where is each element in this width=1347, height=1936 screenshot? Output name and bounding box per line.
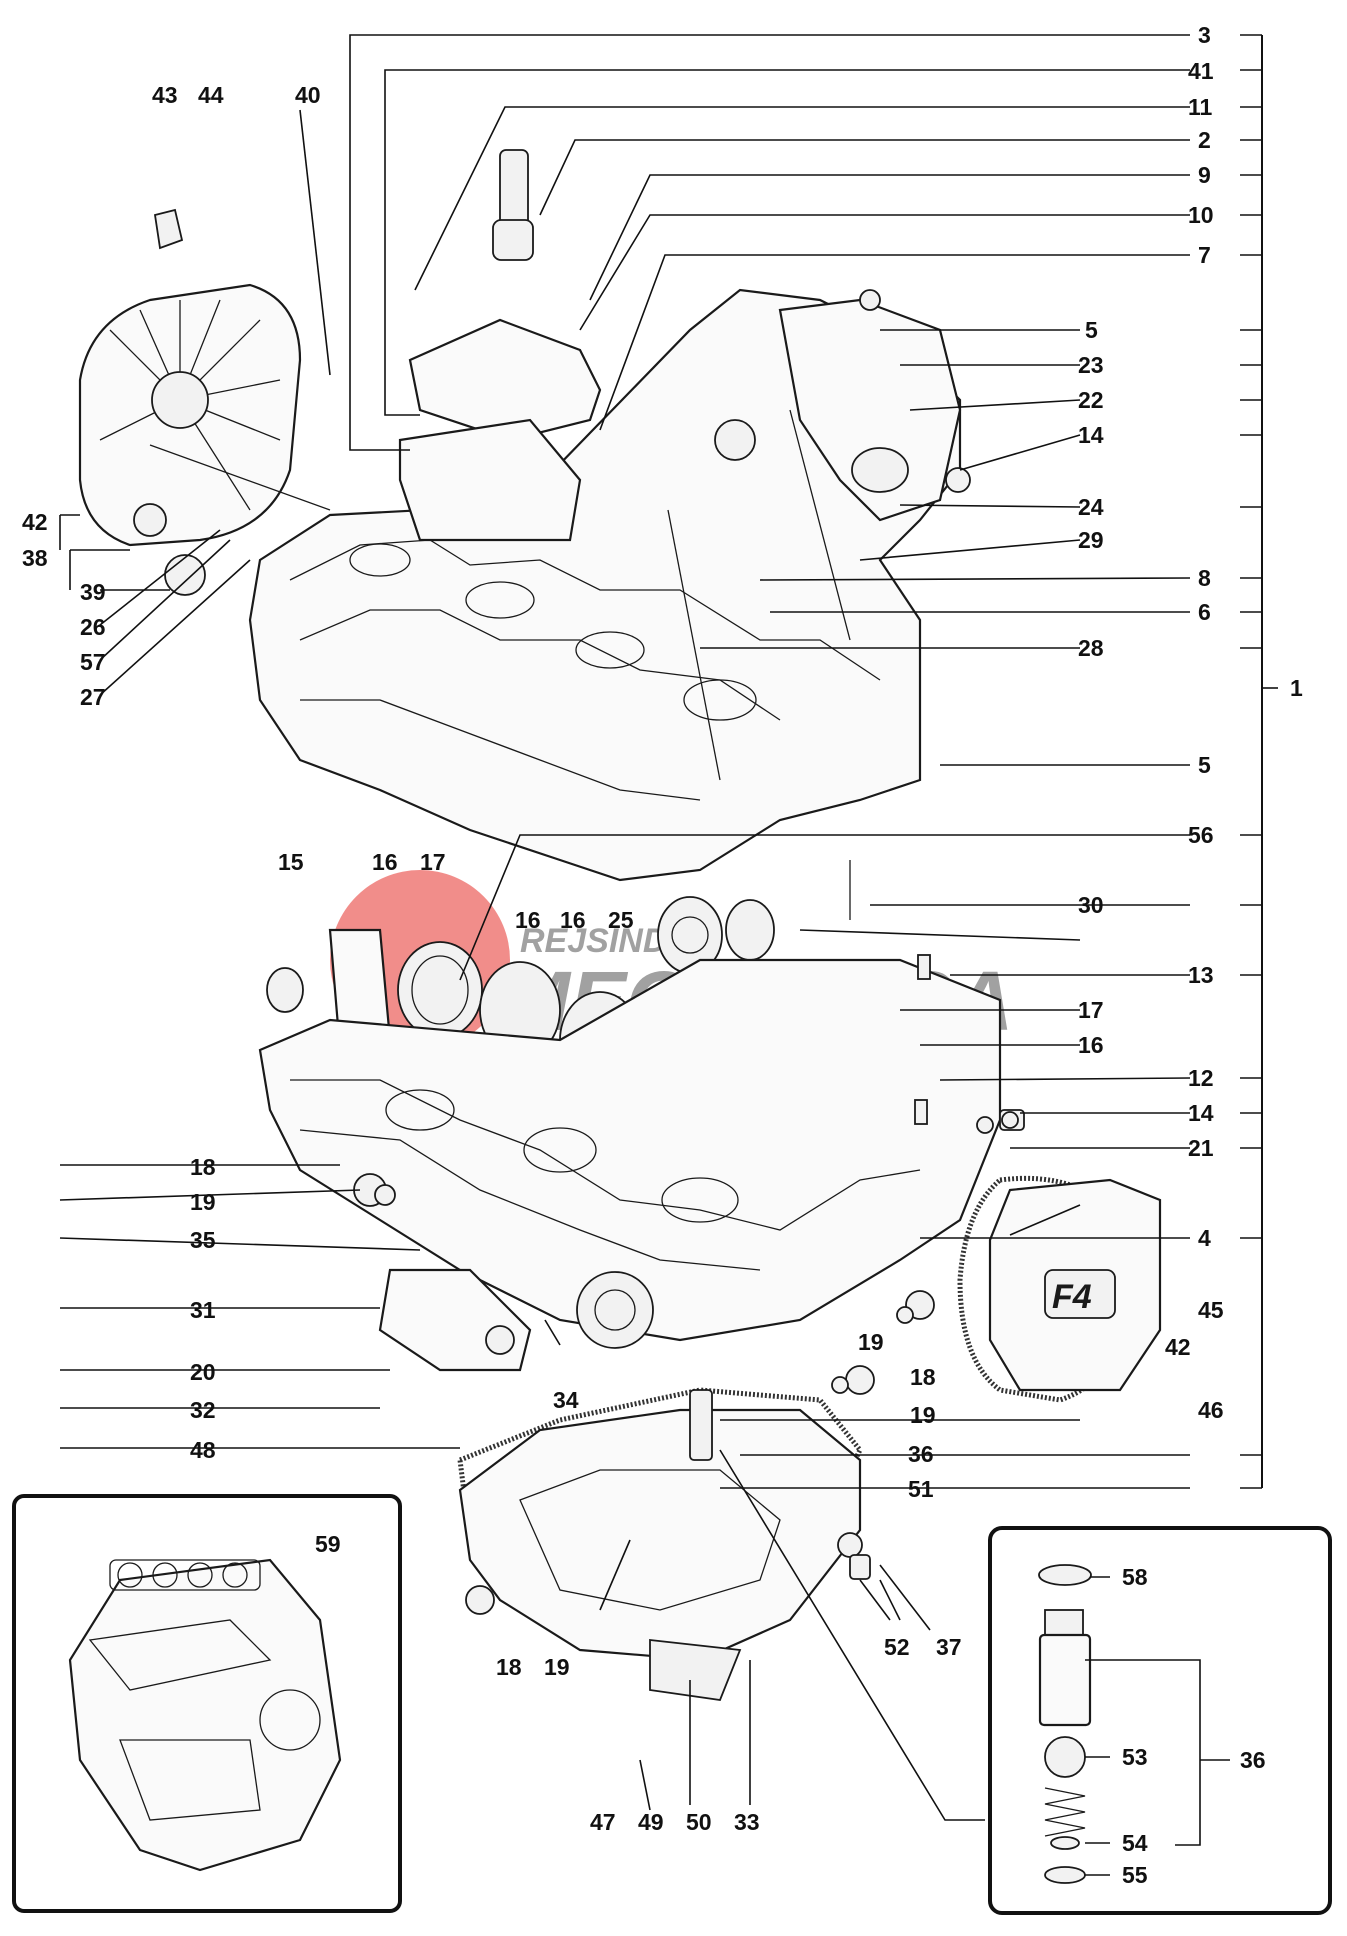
callout-57: 57 bbox=[80, 649, 106, 675]
callout-11: 11 bbox=[1188, 94, 1213, 120]
leader-lines bbox=[59, 34, 1278, 1821]
callout-27: 27 bbox=[80, 684, 106, 710]
callout-9: 9 bbox=[1198, 162, 1211, 188]
relief-valve-inset bbox=[988, 1526, 1332, 1915]
callout-55: 55 bbox=[1122, 1862, 1148, 1888]
callout-41: 41 bbox=[1188, 58, 1214, 84]
callout-36-main: 36 bbox=[908, 1441, 934, 1467]
callout-16-right: 16 bbox=[1078, 1032, 1104, 1058]
engine-inset bbox=[12, 1494, 402, 1913]
callout-2: 2 bbox=[1198, 127, 1211, 153]
callout-37: 37 bbox=[936, 1634, 962, 1660]
callout-19-right-a: 19 bbox=[858, 1329, 884, 1355]
callout-43: 43 bbox=[152, 82, 178, 108]
callout-7: 7 bbox=[1198, 242, 1211, 268]
callout-58: 58 bbox=[1122, 1564, 1148, 1590]
callout-20: 20 bbox=[190, 1359, 216, 1385]
callout-16-a: 16 bbox=[372, 849, 398, 875]
callout-53: 53 bbox=[1122, 1744, 1148, 1770]
callout-40: 40 bbox=[295, 82, 321, 108]
callout-1: 1 bbox=[1290, 675, 1303, 701]
callout-16-b: 16 bbox=[515, 907, 541, 933]
callout-35: 35 bbox=[190, 1227, 216, 1253]
callout-4: 4 bbox=[1198, 1225, 1211, 1251]
small-parts bbox=[353, 289, 1025, 1580]
callout-5-upper: 5 bbox=[1085, 317, 1098, 343]
callout-15: 15 bbox=[278, 849, 304, 875]
callout-8: 8 bbox=[1198, 565, 1211, 591]
callout-56: 56 bbox=[1188, 822, 1214, 848]
callout-13: 13 bbox=[1188, 962, 1214, 988]
callout-59: 59 bbox=[315, 1531, 341, 1557]
cover-badge-text: F4 bbox=[1052, 1278, 1092, 1316]
callout-42-right: 42 bbox=[1165, 1334, 1191, 1360]
callout-14-lower: 14 bbox=[1188, 1100, 1214, 1126]
callout-47: 47 bbox=[590, 1809, 616, 1835]
callout-24: 24 bbox=[1078, 494, 1104, 520]
callout-labels: 3 41 11 2 9 10 7 5 23 22 14 24 29 8 6 28… bbox=[22, 22, 1303, 1888]
callout-52: 52 bbox=[884, 1634, 910, 1660]
callout-23: 23 bbox=[1078, 352, 1104, 378]
callout-18-left: 18 bbox=[190, 1154, 216, 1180]
oil-sump bbox=[457, 1387, 863, 1701]
callout-32: 32 bbox=[190, 1397, 216, 1423]
callout-31: 31 bbox=[190, 1297, 216, 1323]
callout-21: 21 bbox=[1188, 1135, 1214, 1161]
clutch-cover bbox=[78, 208, 331, 596]
breather-cover bbox=[398, 149, 602, 542]
callout-46: 46 bbox=[1198, 1397, 1224, 1423]
callout-44: 44 bbox=[198, 82, 224, 108]
callout-16-c: 16 bbox=[560, 907, 586, 933]
watermark-line-1: REJSIND bbox=[520, 922, 667, 960]
callout-30: 30 bbox=[1078, 892, 1104, 918]
callout-18-bottom: 18 bbox=[496, 1654, 522, 1680]
callout-36-inset: 36 bbox=[1240, 1747, 1266, 1773]
callout-51: 51 bbox=[908, 1476, 934, 1502]
side-cover: F4 bbox=[957, 1175, 1162, 1403]
callout-48: 48 bbox=[190, 1437, 216, 1463]
callout-12: 12 bbox=[1188, 1065, 1214, 1091]
callout-45: 45 bbox=[1198, 1297, 1224, 1323]
callout-19-bottom: 19 bbox=[544, 1654, 570, 1680]
callout-39: 39 bbox=[80, 579, 106, 605]
lower-crankcase bbox=[258, 958, 1002, 1349]
callout-42-left: 42 bbox=[22, 509, 48, 535]
callout-3: 3 bbox=[1198, 22, 1211, 48]
callout-50: 50 bbox=[686, 1809, 712, 1835]
callout-25: 25 bbox=[608, 907, 634, 933]
callout-18-right: 18 bbox=[910, 1364, 936, 1390]
callout-49: 49 bbox=[638, 1809, 664, 1835]
callout-19-left: 19 bbox=[190, 1189, 216, 1215]
callout-29: 29 bbox=[1078, 527, 1104, 553]
callout-5-lower: 5 bbox=[1198, 752, 1211, 778]
callout-6: 6 bbox=[1198, 599, 1211, 625]
callout-19-right-b: 19 bbox=[910, 1402, 936, 1428]
callout-26: 26 bbox=[80, 614, 106, 640]
callout-34: 34 bbox=[553, 1387, 579, 1413]
callout-28: 28 bbox=[1078, 635, 1104, 661]
callout-17-right: 17 bbox=[1078, 997, 1104, 1023]
callout-17-left: 17 bbox=[420, 849, 446, 875]
callout-22: 22 bbox=[1078, 387, 1104, 413]
callout-54: 54 bbox=[1122, 1830, 1148, 1856]
crankcase-rear-extension bbox=[778, 298, 962, 522]
callout-10: 10 bbox=[1188, 202, 1214, 228]
callout-33: 33 bbox=[734, 1809, 760, 1835]
callout-38: 38 bbox=[22, 545, 48, 571]
callout-14-upper: 14 bbox=[1078, 422, 1104, 448]
